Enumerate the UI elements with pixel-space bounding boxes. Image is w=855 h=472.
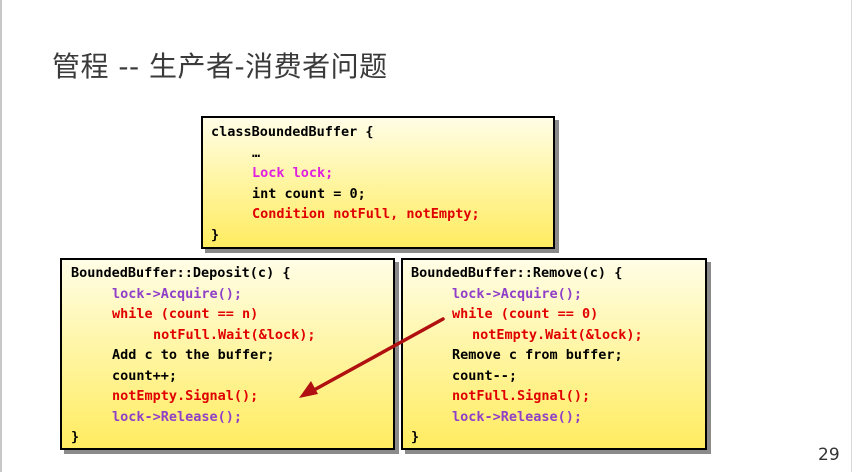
deposit-signal-line: notEmpty.Signal(); xyxy=(112,388,259,404)
remove-signal-line: notFull.Signal(); xyxy=(452,388,591,404)
deposit-wait-line: notFull.Wait(&lock); xyxy=(153,327,316,343)
class-closing-brace: } xyxy=(211,227,220,243)
remove-wait-line: notEmpty.Wait(&lock); xyxy=(472,327,643,343)
page-number: 29 xyxy=(818,445,840,465)
class-ellipsis-line: … xyxy=(252,145,261,161)
remove-header-line: BoundedBuffer::Remove(c) { xyxy=(411,265,623,281)
slide-title: 管程 -- 生产者-消费者问题 xyxy=(52,50,388,83)
remove-release-line: lock->Release(); xyxy=(452,409,583,425)
class-count-declaration: int count = 0; xyxy=(252,186,366,202)
remove-decrement-line: count--; xyxy=(452,368,518,384)
deposit-increment-line: count++; xyxy=(112,368,178,384)
slide-left-border xyxy=(0,0,2,472)
class-lock-declaration: Lock lock; xyxy=(252,165,334,181)
remove-closing-brace: } xyxy=(411,429,420,445)
deposit-acquire-line: lock->Acquire(); xyxy=(112,286,243,302)
class-condition-declaration: Condition notFull, notEmpty; xyxy=(252,206,480,222)
deposit-header-line: BoundedBuffer::Deposit(c) { xyxy=(71,265,291,281)
class-definition-box: classBoundedBuffer { … Lock lock; int co… xyxy=(201,116,555,249)
deposit-method-box: BoundedBuffer::Deposit(c) { lock->Acquir… xyxy=(60,258,395,450)
deposit-release-line: lock->Release(); xyxy=(112,409,243,425)
remove-acquire-line: lock->Acquire(); xyxy=(452,286,583,302)
deposit-while-line: while (count == n) xyxy=(112,306,259,322)
remove-method-box: BoundedBuffer::Remove(c) { lock->Acquire… xyxy=(401,258,707,450)
remove-while-line: while (count == 0) xyxy=(452,306,599,322)
deposit-closing-brace: } xyxy=(71,429,80,445)
class-header-line: classBoundedBuffer { xyxy=(211,124,374,140)
remove-buffer-line: Remove c from buffer; xyxy=(452,347,623,363)
slide-right-border xyxy=(851,0,852,472)
deposit-add-line: Add c to the buffer; xyxy=(112,347,275,363)
